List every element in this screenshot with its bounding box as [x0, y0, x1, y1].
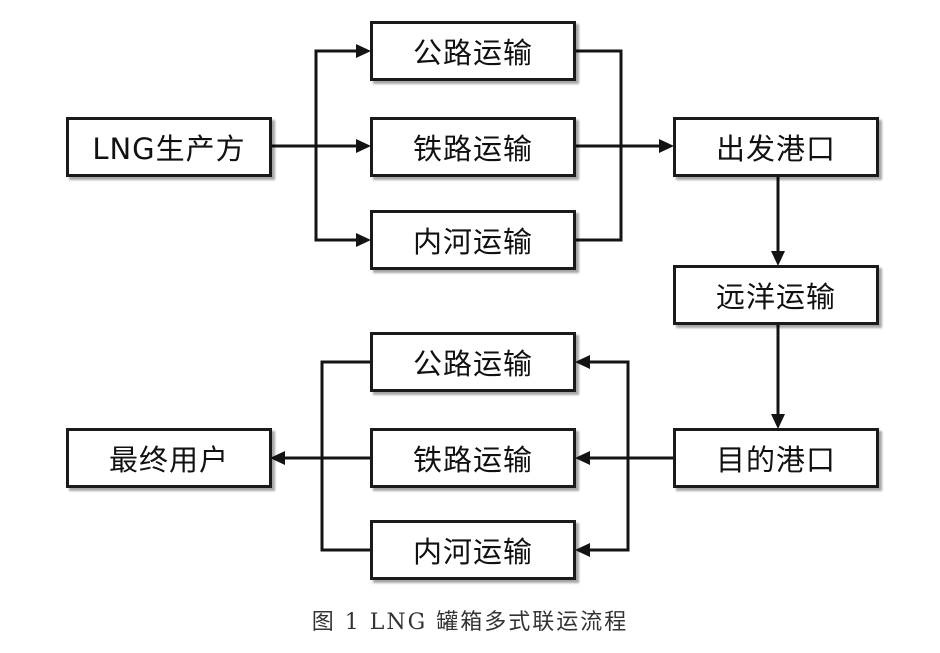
arrowhead	[771, 251, 785, 266]
node-ocean-shipping: 远洋运输	[673, 265, 879, 325]
arrowhead	[575, 451, 590, 465]
node-destination-port: 目的港口	[673, 428, 879, 488]
figure-caption: 图 1 LNG 罐箱多式联运流程	[311, 610, 629, 635]
arrowhead	[356, 44, 371, 58]
connector-producer-to-rail-out	[270, 139, 371, 153]
arrowhead	[659, 139, 674, 153]
connector-departure-to-ocean	[771, 175, 785, 266]
node-river-transport-inbound: 内河运输	[370, 520, 576, 580]
node-lng-producer: LNG生产方	[66, 117, 272, 177]
node-river-transport-outbound: 内河运输	[370, 210, 576, 270]
node-departure-port: 出发港口	[673, 117, 879, 177]
connector-ocean-to-destination	[771, 323, 785, 429]
arrowhead	[771, 414, 785, 429]
arrowhead	[575, 355, 590, 369]
arrowhead	[356, 139, 371, 153]
node-end-user: 最终用户	[66, 428, 272, 488]
connector-destination-to-rail-in	[575, 451, 674, 465]
arrowhead	[270, 451, 285, 465]
node-road-transport-inbound: 公路运输	[370, 332, 576, 392]
arrowhead	[575, 543, 590, 557]
connector-outbound-split	[314, 44, 371, 247]
merge-line	[320, 360, 371, 552]
connector-inbound-merge	[320, 360, 371, 552]
connector-to-end-user	[270, 451, 371, 465]
arrowhead	[356, 233, 371, 247]
connector-to-departure-port	[575, 139, 674, 153]
node-rail-transport-outbound: 铁路运输	[370, 117, 576, 177]
node-road-transport-outbound: 公路运输	[370, 21, 576, 81]
node-rail-transport-inbound: 铁路运输	[370, 428, 576, 488]
connector-inbound-split	[575, 355, 630, 557]
